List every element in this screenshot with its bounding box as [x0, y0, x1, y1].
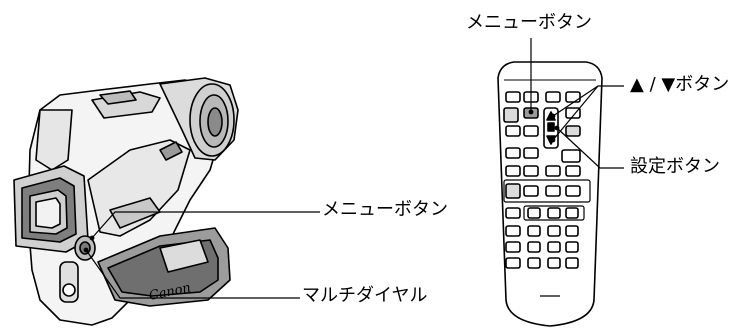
- remote-set-button-label: 設定ボタン: [630, 156, 720, 177]
- camera-menu-button-label: メニューボタン: [322, 199, 448, 220]
- remote-up-down-buttons-label: ▲ / ▼ボタン: [630, 74, 730, 95]
- remote-menu-button-label: メニューボタン: [466, 12, 592, 33]
- camera-multi-dial-label: マルチダイヤル: [302, 285, 428, 306]
